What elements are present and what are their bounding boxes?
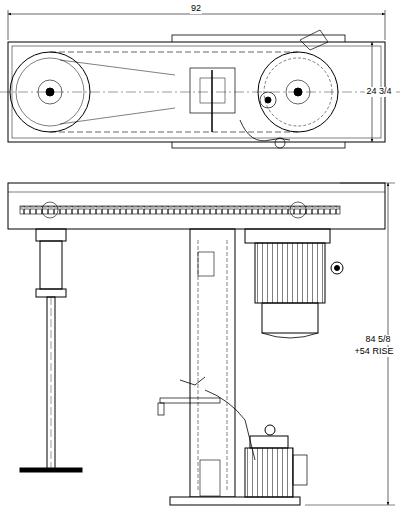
dimension-label: 84 5/8 — [364, 335, 391, 345]
dimension-label: 92 — [190, 4, 202, 14]
dimension-label: 24 3/4 — [365, 87, 392, 97]
dimension-label: +54 RISE — [354, 347, 395, 357]
